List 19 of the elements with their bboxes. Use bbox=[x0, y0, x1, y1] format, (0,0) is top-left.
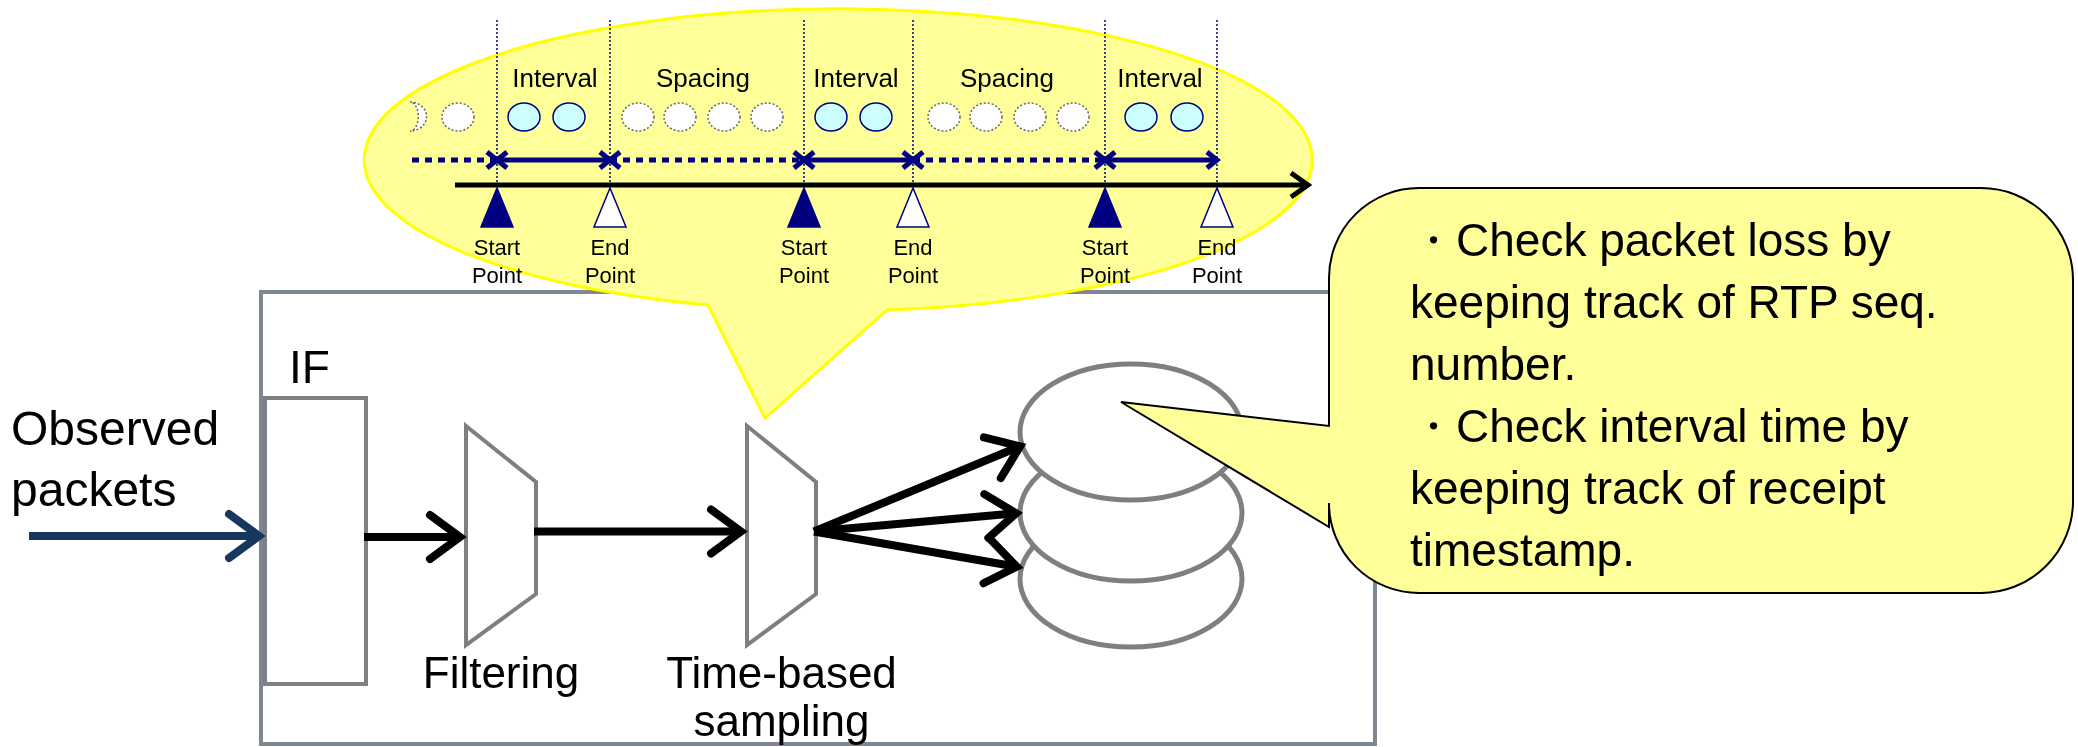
spacing-label: Spacing bbox=[655, 62, 751, 95]
arrow bbox=[364, 511, 464, 563]
interval-label: Interval bbox=[511, 62, 599, 95]
sampler-label: Time-based sampling bbox=[665, 649, 898, 745]
point-label: End Point bbox=[583, 234, 637, 290]
spacing-label: Spacing bbox=[959, 62, 1055, 95]
point-label: Start Point bbox=[1078, 234, 1132, 290]
arrow bbox=[534, 505, 745, 558]
interface-label: IF bbox=[289, 342, 330, 392]
observed-packets-label: Observed packets bbox=[11, 401, 221, 518]
filter-label: Filtering bbox=[421, 649, 581, 697]
interval-label: Interval bbox=[812, 62, 900, 95]
note-text: ・Check packet loss by keeping track of RTP seq. number. bbox=[1410, 213, 1939, 392]
point-label: Start Point bbox=[777, 234, 831, 290]
arrow bbox=[813, 490, 1021, 542]
interval-label: Interval bbox=[1116, 62, 1204, 95]
point-label: Start Point bbox=[470, 234, 524, 290]
point-label: End Point bbox=[886, 234, 940, 290]
note-text: ・Check interval time by keeping track of receipt timestamp. bbox=[1410, 399, 1910, 578]
